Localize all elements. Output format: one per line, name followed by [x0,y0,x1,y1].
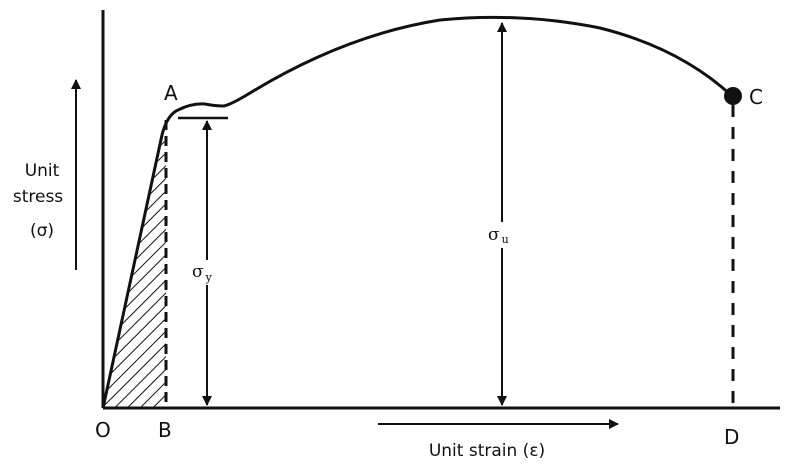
stress-strain-curve [101,15,734,409]
ultimate-stress-symbol: σ [488,225,500,245]
yield-stress-subscript: y [205,271,213,284]
label-point-b: B [158,418,172,442]
yield-stress-symbol: σ [192,262,204,282]
y-axis-label-line1: Unit [25,161,60,181]
label-point-o: O [95,418,111,442]
label-point-a: A [164,81,178,105]
ultimate-stress-subscript: u [502,233,509,246]
y-axis-label-line3: (σ) [30,221,54,241]
label-point-d: D [724,425,739,449]
x-axis-label: Unit strain (ε) [429,441,545,461]
y-axis-label-line2: stress [13,187,63,207]
fracture-point-c [724,87,742,105]
label-point-c: C [749,85,763,109]
